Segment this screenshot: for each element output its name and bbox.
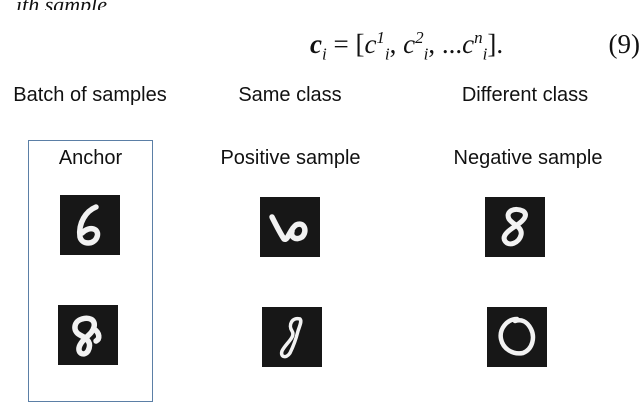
column-group-batch: Batch of samples <box>13 84 167 106</box>
equation-close: ]. <box>487 29 504 59</box>
positive-digit-8-image <box>262 307 322 367</box>
anchor-frame <box>28 140 153 402</box>
column-label-anchor: Anchor <box>58 147 123 169</box>
anchor-digit-8-image <box>58 305 118 365</box>
equation-term-1: c1i <box>364 28 390 64</box>
equation-term-3: cni <box>462 28 488 64</box>
equation-number: (9) <box>608 29 640 59</box>
paragraph-fragment: ith sample <box>0 0 107 10</box>
column-group-different-class: Different class <box>461 84 589 106</box>
column-label-positive: Positive sample <box>220 147 361 169</box>
equation-sep-2: , ... <box>428 29 463 59</box>
negative-digit-8-image <box>485 197 545 257</box>
equation-equals: = [ <box>326 29 365 59</box>
column-label-negative: Negative sample <box>453 147 603 169</box>
equation-9: ci = [c1i, c2i, ...cni]. <box>310 28 504 64</box>
negative-digit-0-image <box>487 307 547 367</box>
equation-sep-1: , <box>389 29 404 59</box>
column-group-same-class: Same class <box>238 84 342 106</box>
equation-term-2: c2i <box>403 28 429 64</box>
positive-digit-6-image <box>260 197 320 257</box>
anchor-digit-6-image <box>60 195 120 255</box>
equation-lhs-sub: i <box>321 44 327 64</box>
equation-lhs-symbol: c <box>310 29 322 59</box>
